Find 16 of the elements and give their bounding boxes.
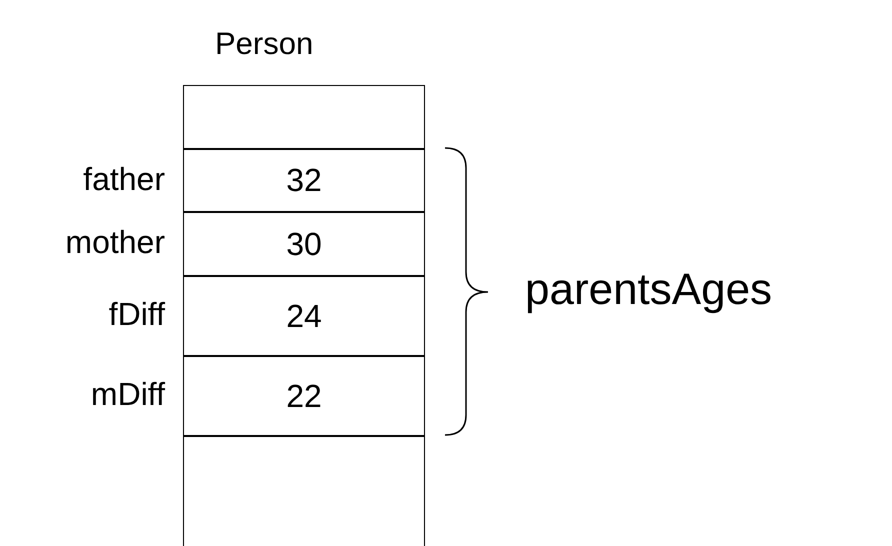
cell-value: 22 xyxy=(286,380,322,412)
field-label: fDiff xyxy=(108,298,165,330)
field-label: mDiff xyxy=(90,378,165,410)
brace-label: parentsAges xyxy=(525,268,772,312)
field-label: father xyxy=(82,162,165,194)
cell-value: 24 xyxy=(286,300,322,332)
cell-value: 32 xyxy=(286,164,322,196)
memory-cell xyxy=(183,355,425,436)
memory-cell xyxy=(183,211,425,276)
memory-cell xyxy=(183,148,425,212)
field-label: mother xyxy=(64,226,165,258)
memory-cell xyxy=(183,85,425,150)
struct-title: Person xyxy=(215,26,314,62)
cell-value: 30 xyxy=(286,228,322,260)
memory-cell xyxy=(183,275,425,356)
memory-cell xyxy=(183,435,425,546)
